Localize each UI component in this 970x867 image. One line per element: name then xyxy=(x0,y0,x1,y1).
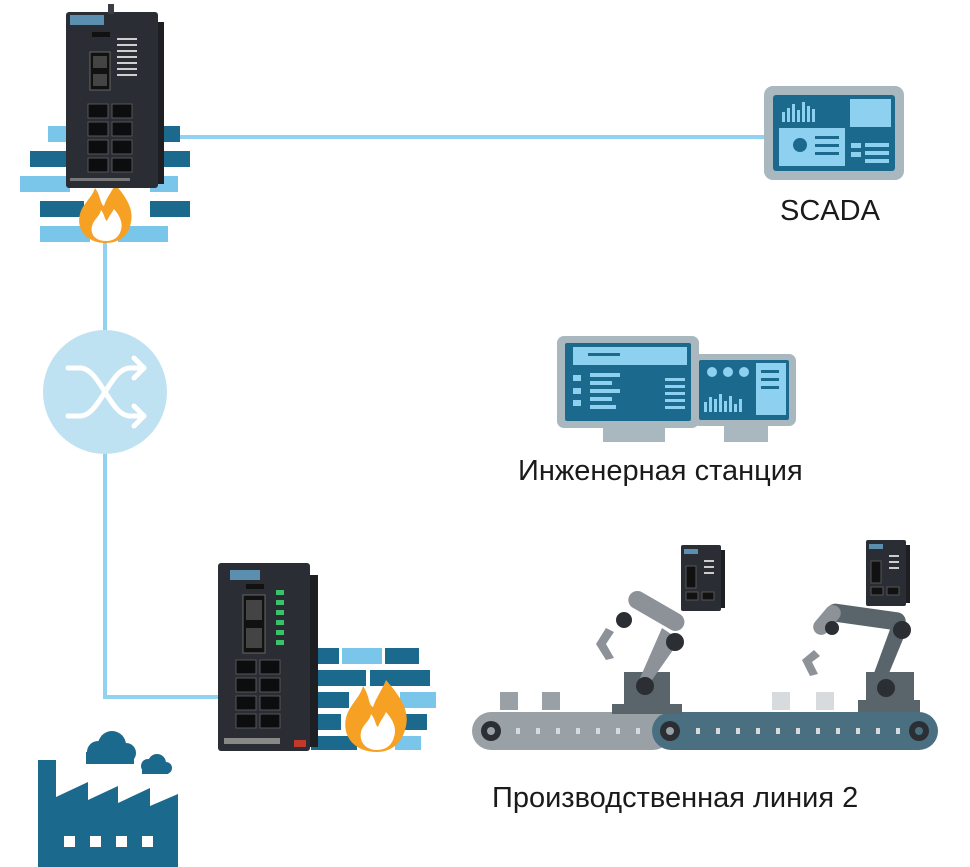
robot-arm-right-icon xyxy=(802,603,920,712)
production-line-conveyor xyxy=(472,692,938,750)
scada-label: SCADA xyxy=(780,195,880,227)
line-controller-left-icon xyxy=(681,545,725,611)
bottom-firewall-device-icon xyxy=(218,563,318,751)
bottom-firewall-wall xyxy=(311,648,436,750)
engineering-station-label: Инженерная станция xyxy=(518,455,803,487)
production-line-label: Производственная линия 2 xyxy=(492,782,859,814)
top-firewall-flame-icon xyxy=(79,184,132,243)
network-switch-icon xyxy=(43,330,167,454)
factory-icon xyxy=(38,731,178,867)
bottom-firewall-flame-icon xyxy=(345,680,407,752)
top-firewall-device-icon xyxy=(66,4,164,188)
robot-arm-left-icon xyxy=(596,590,685,714)
engineering-workstation-icon xyxy=(557,336,796,442)
network-links xyxy=(103,135,764,699)
line-controller-right-icon xyxy=(866,540,910,606)
link-switch-to-firewall xyxy=(103,450,222,699)
scada-monitor-icon xyxy=(764,86,904,180)
